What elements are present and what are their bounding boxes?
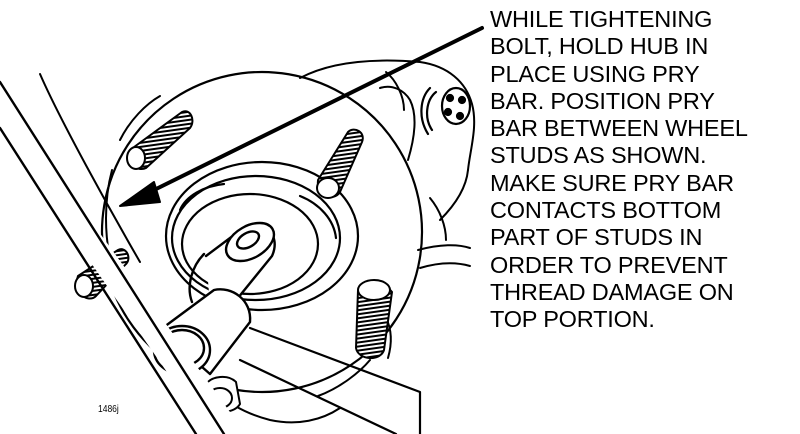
callout-line: STUDS AS SHOWN. — [490, 142, 707, 169]
callout-line: BOLT, HOLD HUB IN — [490, 33, 709, 60]
callout-arrow — [119, 26, 484, 207]
pry-bar — [0, 73, 422, 434]
hub-center — [164, 160, 360, 312]
wheel-stud-top-right — [316, 128, 364, 199]
wheel-stud-top-left — [126, 110, 194, 170]
knuckle-bolt-head — [420, 86, 472, 136]
callout-line: CONTACTS BOTTOM — [490, 197, 722, 224]
figure-code: 1486j — [98, 404, 119, 415]
knuckle-housing — [209, 59, 476, 424]
callout-line: BAR. POSITION PRY — [490, 87, 715, 114]
callout-line: BAR BETWEEN WHEEL — [490, 115, 748, 142]
callout-line: THREAD DAMAGE ON — [490, 278, 734, 305]
callout-line: TOP PORTION. — [490, 306, 655, 333]
wheel-stud-bottom-right — [355, 279, 393, 359]
callout-line: ORDER TO PREVENT — [490, 251, 728, 278]
callout-line: MAKE SURE PRY BAR — [490, 169, 734, 196]
instruction-callout: WHILE TIGHTENING BOLT, HOLD HUB IN PLACE… — [490, 6, 795, 334]
callout-line: PLACE USING PRY — [490, 60, 700, 87]
callout-line: PART OF STUDS IN — [490, 224, 703, 251]
callout-line: WHILE TIGHTENING — [490, 6, 713, 32]
